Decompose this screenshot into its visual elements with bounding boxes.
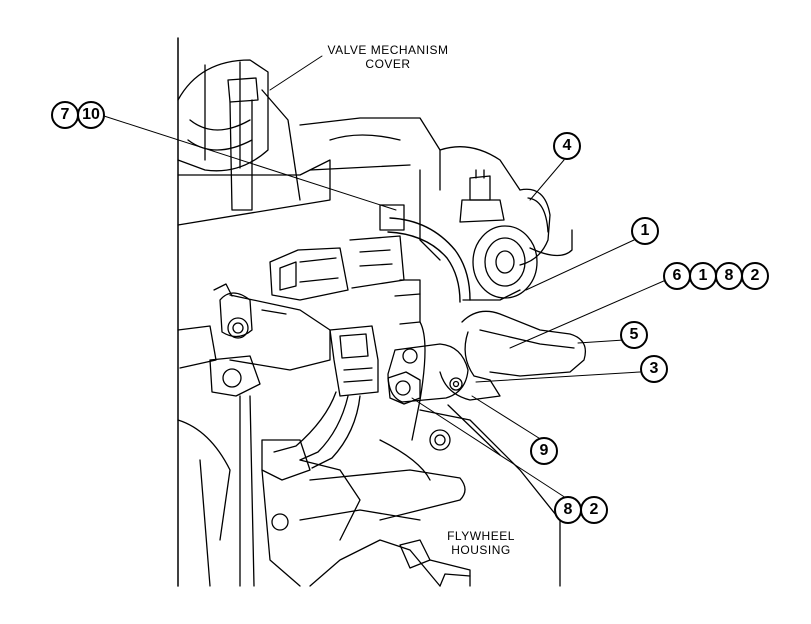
flywheel-label-line2: HOUSING xyxy=(451,543,511,557)
callout-5: 5 xyxy=(620,321,648,349)
callout-1-group: 1 xyxy=(689,262,717,290)
callout-7: 7 xyxy=(51,101,79,129)
callout-2: 2 xyxy=(741,262,769,290)
callout-3: 3 xyxy=(640,355,668,383)
valve-label-line1: VALVE MECHANISM xyxy=(327,43,449,57)
flywheel-housing-label: FLYWHEEL HOUSING xyxy=(436,529,526,557)
callout-8-lower: 8 xyxy=(554,496,582,524)
valve-mechanism-cover-label: VALVE MECHANISM COVER xyxy=(318,43,458,71)
callout-6: 6 xyxy=(663,262,691,290)
valve-label-line2: COVER xyxy=(365,57,411,71)
callout-4: 4 xyxy=(553,132,581,160)
callout-10: 10 xyxy=(77,101,105,129)
flywheel-label-line1: FLYWHEEL xyxy=(447,529,515,543)
callout-9: 9 xyxy=(530,437,558,465)
callout-8: 8 xyxy=(715,262,743,290)
callout-2-lower: 2 xyxy=(580,496,608,524)
callout-1: 1 xyxy=(631,217,659,245)
